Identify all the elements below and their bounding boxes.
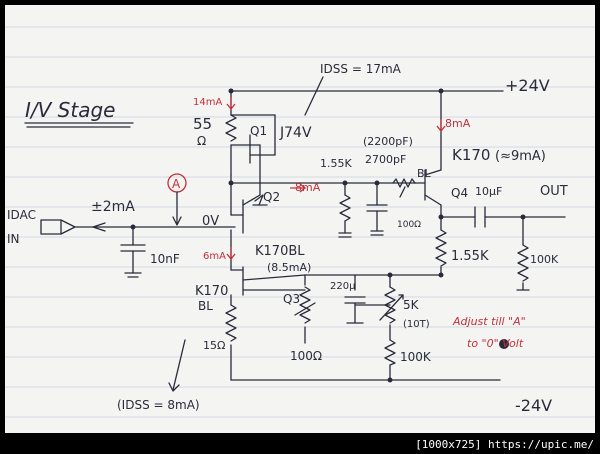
- q1-resistor-unit: Ω: [197, 134, 206, 148]
- output-load-label: 100K: [530, 253, 559, 266]
- trim-potentiometer: [379, 286, 404, 324]
- q4-source-resistor-label: 1.55K: [451, 249, 489, 264]
- adjust-indicator: [499, 339, 509, 349]
- feedback-resistor: [338, 182, 352, 234]
- adjust-note-line-2: to "0" Volt: [467, 337, 524, 350]
- q4-source-resistor: [435, 229, 447, 267]
- bypass-cap-alt-label: (2200pF): [363, 135, 413, 148]
- q3-jfet-symbol: [230, 266, 306, 296]
- feedback-resistor-label: 1.55K: [320, 157, 352, 170]
- pos-rail-label: +24V: [505, 76, 550, 95]
- q4-jfet-symbol: [424, 169, 442, 206]
- q3-name: Q3: [283, 292, 300, 306]
- point-a-marker: [167, 173, 187, 226]
- notebook-page: I/V Stage IDAC IN ±2mA A 0V 10nF +24V -2…: [5, 5, 595, 433]
- lower-resistor-label: 15Ω: [203, 339, 225, 352]
- q3-current-note: (8.5mA): [267, 261, 311, 274]
- bypass-cap-label: 2700pF: [365, 153, 406, 166]
- lower-jfet-grade: BL: [198, 299, 213, 313]
- idss-leader: [168, 339, 186, 392]
- input-label-in: IN: [7, 232, 20, 246]
- q3-gate-resistor: [294, 286, 316, 324]
- q3-part: K170BL: [255, 244, 305, 259]
- q4-part: K170: [452, 146, 490, 164]
- lower-jfet-idss: (IDSS = 8mA): [117, 398, 200, 412]
- q3-resistor-label: 100Ω: [290, 349, 322, 363]
- trim-resistor-label: 5K: [403, 298, 420, 312]
- q2-current-label: 8mA: [295, 181, 321, 194]
- q4-part-grade: BL: [417, 167, 432, 180]
- q4-current-label: 8mA: [445, 117, 471, 130]
- input-current-source: [40, 219, 106, 235]
- trim-resistor-note: (10T): [403, 319, 430, 330]
- q1-source-resistor: [225, 114, 237, 142]
- q4-gate-resistor: [392, 178, 426, 198]
- input-capacitor: [120, 226, 146, 278]
- q1-jfet-symbol: [230, 114, 276, 164]
- q3-current-label: 6mA: [203, 251, 226, 262]
- zero-volt-label: 0V: [202, 214, 219, 229]
- point-a-label: A: [172, 177, 181, 191]
- neg-rail-label: -24V: [515, 396, 552, 415]
- output-load-resistor: [516, 244, 530, 291]
- q1-resistor-label: 55: [193, 115, 212, 133]
- output-capacitor: [474, 206, 486, 228]
- q4-name: Q4: [451, 186, 468, 200]
- lower-jfet-part: K170: [195, 284, 228, 299]
- output-cap-label: 10μF: [475, 185, 502, 198]
- electrolytic-capacitor: [344, 296, 366, 324]
- schematic-drawing: I/V Stage IDAC IN ±2mA A 0V 10nF +24V -2…: [5, 26, 595, 418]
- electrolytic-cap-label: 220μ: [330, 281, 356, 292]
- ground-symbols: [338, 234, 384, 238]
- q2-jfet-symbol: [230, 194, 264, 234]
- q1-name: Q1: [250, 124, 267, 138]
- adjust-note-line-1: Adjust till "A": [452, 315, 526, 328]
- q1-part: J74V: [279, 125, 312, 141]
- q4-part-note: (≈9mA): [495, 149, 546, 164]
- input-current-label: ±2mA: [91, 199, 135, 215]
- current-arrows: [226, 97, 446, 261]
- junction-dots: [130, 88, 526, 383]
- input-cap-label: 10nF: [150, 252, 180, 266]
- q1-current-label: 14mA: [193, 97, 222, 108]
- bypass-capacitor: [366, 182, 388, 232]
- ruled-lines: [5, 26, 595, 418]
- input-label-idac: IDAC: [7, 208, 36, 222]
- image-source-footer: [1000x725] https://upic.me/: [415, 438, 594, 451]
- trim-series-label: 100K: [400, 350, 432, 364]
- stage-title: I/V Stage: [25, 98, 115, 122]
- lower-source-resistor: [225, 304, 237, 342]
- q1-idss: IDSS = 17mA: [320, 62, 402, 76]
- trim-series-resistor: [384, 339, 396, 366]
- q2-name: Q2: [263, 190, 280, 204]
- q4-gate-resistor-label: 100Ω: [397, 220, 421, 230]
- output-label: OUT: [540, 184, 568, 199]
